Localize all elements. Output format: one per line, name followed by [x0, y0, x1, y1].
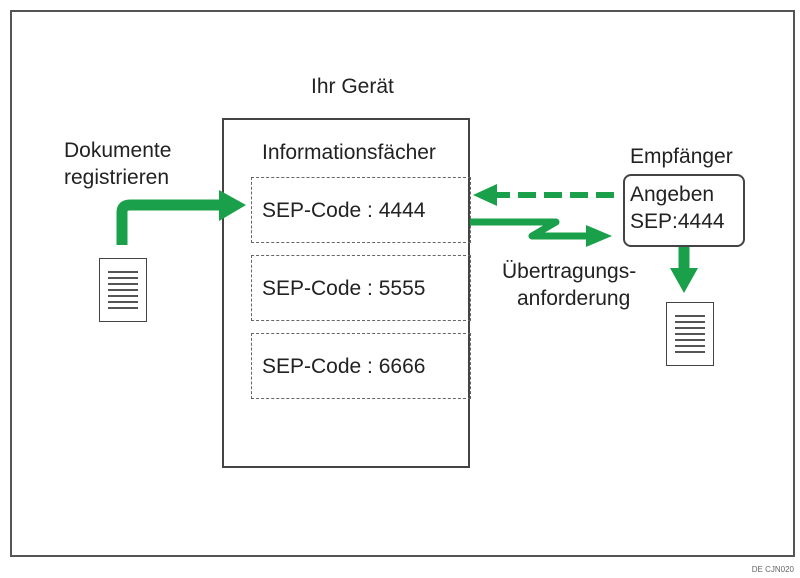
slot-box-4444 [251, 177, 471, 243]
receiver-title: Empfänger [630, 145, 733, 168]
receiver-down-arrowhead [670, 268, 698, 293]
device-box [222, 118, 470, 468]
diagram-frame [10, 10, 795, 557]
source-document-icon [99, 258, 147, 322]
transfer-request-line2: anforderung [517, 287, 631, 310]
slot-label-4444: SEP-Code : 4444 [262, 199, 426, 222]
receiver-box [623, 174, 745, 247]
slot-box-5555 [251, 255, 471, 321]
slot-label-5555: SEP-Code : 5555 [262, 277, 426, 300]
transmission-arrowhead [586, 225, 612, 247]
register-arrow [116, 199, 222, 245]
slot-box-6666 [251, 333, 471, 399]
figure-credit: DE CJN020 [751, 565, 794, 574]
register-label-line2: registrieren [64, 166, 170, 189]
request-dashed-arrowhead [473, 184, 497, 206]
register-arrowhead [219, 190, 246, 221]
information-boxes-label: Informationsfächer [262, 141, 436, 164]
slot-label-6666: SEP-Code : 6666 [262, 355, 426, 378]
received-document-icon [666, 302, 714, 366]
receiver-line1: Angeben [630, 183, 715, 206]
transfer-request-line1: Übertragungs- [502, 260, 637, 283]
receiver-line2: SEP:4444 [630, 210, 725, 233]
device-title: Ihr Gerät [311, 75, 394, 98]
register-label-line1: Dokumente [64, 139, 172, 162]
transmission-arrow [470, 218, 588, 240]
